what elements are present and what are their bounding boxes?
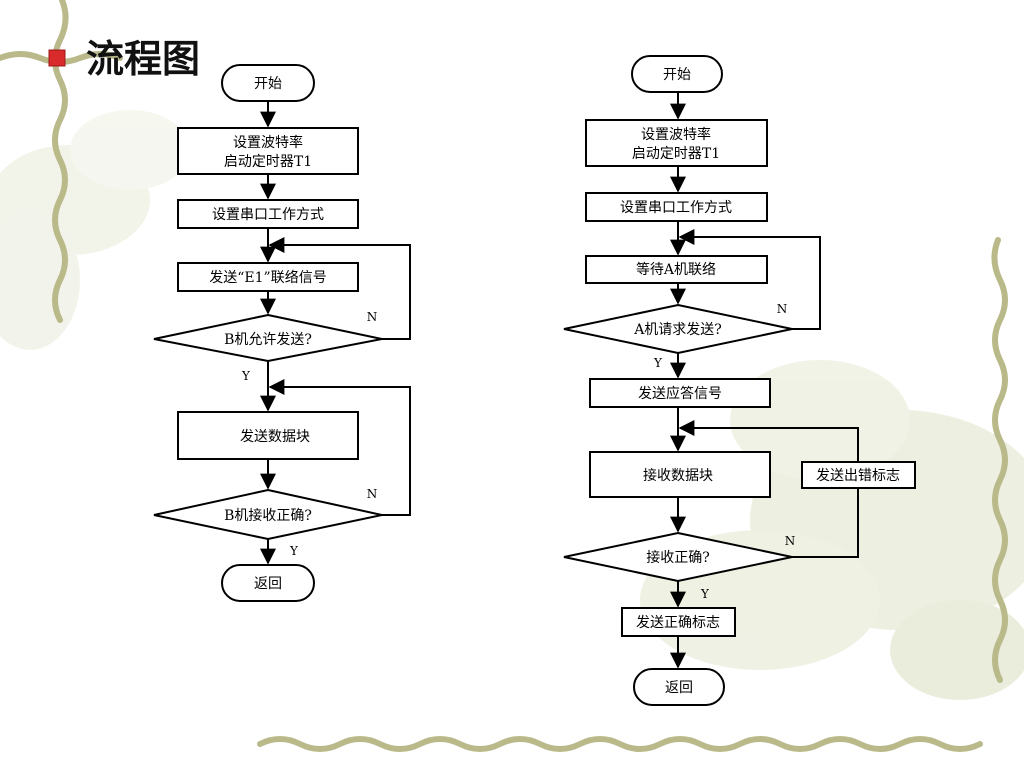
flower-watermark [0, 110, 1024, 700]
right-baud-label-2: 启动定时器T1 [632, 146, 720, 162]
right-decision-recv-label: 接收正确? [646, 549, 710, 566]
left-flowchart-text: 开始 设置波特率 启动定时器T1 设置串口工作方式 发送“E1”联络信号 B机允… [209, 76, 377, 592]
right-decision-request-label: A机请求发送? [633, 322, 722, 338]
right-loop-n1 [678, 229, 821, 330]
right-end-terminal [633, 668, 725, 706]
right-wait-label: 等待A机联络 [636, 261, 716, 278]
left-loop-n2 [268, 379, 411, 516]
title-area: 流程图 [48, 37, 200, 81]
right-end-label: 返回 [665, 680, 693, 696]
right-send-ack-label: 发送应答信号 [638, 385, 722, 402]
right-start-terminal [631, 55, 723, 93]
right-step-wait [585, 255, 768, 284]
right-decision-request [563, 303, 793, 355]
right-error-flag-label: 发送出错标志 [816, 468, 900, 484]
background-decoration [0, 0, 1024, 752]
right-step-recv-block [589, 451, 771, 498]
left-label-y1: Y [241, 369, 251, 383]
left-label-n2: N [367, 487, 378, 501]
left-decision-allow [153, 313, 383, 363]
left-baud-label-2: 启动定时器T1 [224, 154, 312, 170]
left-step-send-block [177, 411, 359, 460]
left-end-label: 返回 [254, 576, 282, 592]
left-step-serial-mode [177, 199, 359, 229]
left-send-block-label: 发送数据块 [240, 429, 310, 445]
left-decision-allow-label: B机允许发送? [224, 332, 312, 348]
right-flowchart [563, 55, 916, 706]
right-step-serial-mode [585, 192, 768, 222]
page-title: 流程图 [86, 37, 200, 81]
right-loop-n2 [792, 488, 859, 558]
left-send-signal-label: 发送“E1”联络信号 [209, 270, 326, 286]
right-loop-error [678, 420, 859, 462]
right-step-correct-flag [621, 607, 736, 637]
left-start-terminal [221, 64, 315, 102]
right-label-n1: N [777, 302, 788, 316]
right-decision-recv-ok [563, 531, 793, 583]
left-loop-n1 [268, 237, 411, 340]
right-flowchart-text: 开始 设置波特率 启动定时器T1 设置串口工作方式 等待A机联络 A机请求发送?… [620, 67, 900, 696]
title-bullet-icon [48, 49, 66, 67]
right-label-y2: Y [700, 587, 710, 601]
left-flowchart [153, 64, 411, 602]
right-label-y1: Y [653, 356, 663, 370]
left-label-n1: N [367, 310, 378, 324]
right-step-error-flag [801, 461, 916, 489]
right-correct-flag-label: 发送正确标志 [636, 615, 720, 631]
right-label-n2: N [785, 534, 796, 548]
left-start-label: 开始 [254, 76, 282, 92]
right-recv-block-label: 接收数据块 [643, 467, 713, 484]
left-serial-mode-label: 设置串口工作方式 [212, 207, 324, 223]
left-baud-label-1: 设置波特率 [233, 134, 303, 151]
right-step-send-ack [589, 378, 771, 408]
left-step-send-signal [177, 262, 359, 292]
left-decision-recv-ok [153, 488, 383, 541]
right-step-baud [585, 119, 768, 167]
right-baud-label-1: 设置波特率 [641, 126, 711, 143]
left-step-baud [177, 127, 359, 175]
right-start-label: 开始 [663, 67, 691, 83]
left-label-y2: Y [289, 544, 299, 558]
right-serial-mode-label: 设置串口工作方式 [620, 200, 732, 216]
left-end-terminal [221, 564, 315, 602]
left-decision-recv-label: B机接收正确? [224, 507, 312, 524]
